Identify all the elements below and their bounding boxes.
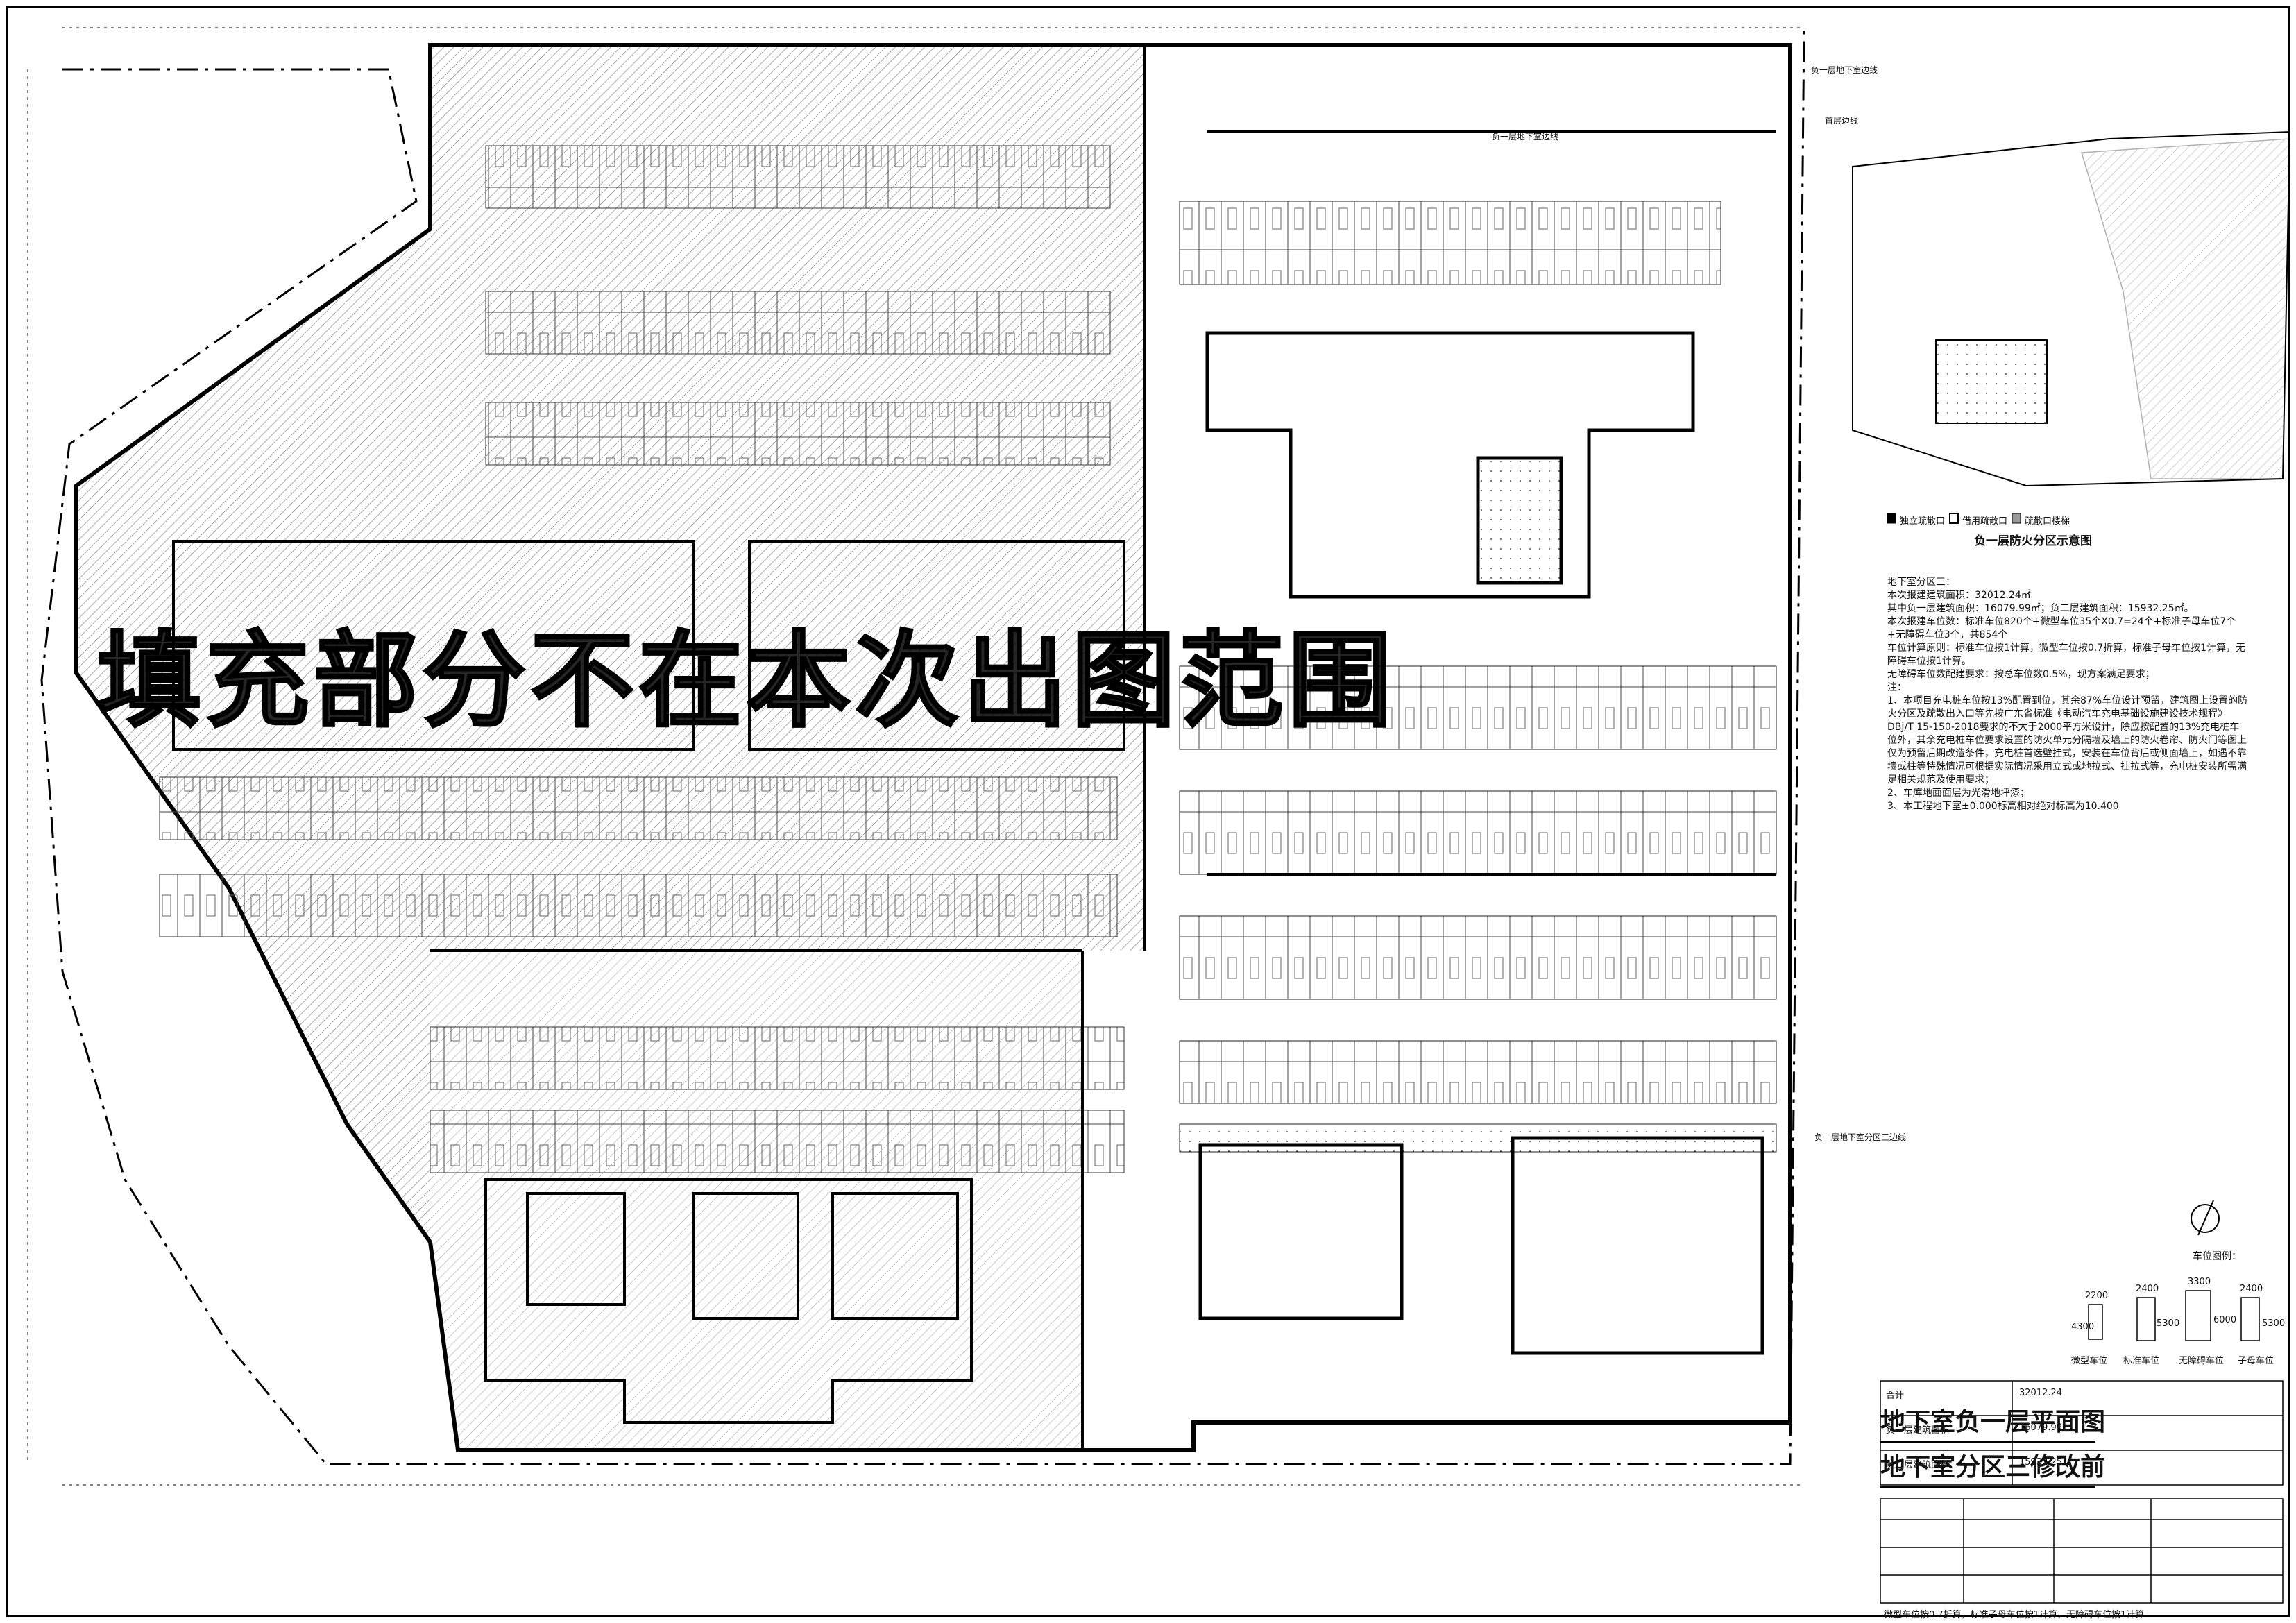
stall-micro-width: 2200 [2085, 1291, 2109, 1301]
notes-line: 注： [1887, 682, 1907, 693]
stall-micro-label: 微型车位 [2071, 1356, 2108, 1366]
notes-line: 本次报建建筑面积：32012.24㎡ [1887, 590, 2031, 601]
key-plan [1852, 130, 2291, 524]
building-cores-right [1198, 331, 1764, 1355]
stall-legend-title: 车位图例： [2193, 1251, 2241, 1262]
grid-lines [27, 27, 1804, 1486]
notes-line: 车位计算原则：标准车位按1计算，微型车位按0.7折算，标准子母车位按1计算，无障… [1887, 643, 2246, 667]
stall-standard-label: 标准车位 [2123, 1356, 2160, 1366]
area-row-value: 16079.99 [2019, 1422, 2063, 1433]
building-cores-left [172, 540, 1125, 1424]
stall-standard-width: 2400 [2136, 1284, 2159, 1294]
parking-rows-left [159, 145, 1125, 1173]
area-row-label: 合计 [1886, 1391, 1905, 1401]
drawing-title: 地下室负一层平面图 [1880, 1402, 2105, 1443]
callout-basement-edge-2: 负一层地下室边线 [1492, 132, 1559, 142]
stall-accessible-width: 3300 [2188, 1277, 2211, 1287]
stall-tandem-width: 2400 [2240, 1284, 2263, 1294]
sheet-border [6, 6, 2290, 1617]
notes-line: 无障碍车位数配建要求：按总车位数0.5%，现方案满足要求； [1887, 669, 2155, 680]
basement-notes: 地下室分区三： 本次报建建筑面积：32012.24㎡ 其中负一层建筑面积：160… [1887, 576, 2248, 813]
stall-micro-length: 4300 [2071, 1322, 2095, 1332]
legend-exit-stair: 疏散口楼梯 [2025, 516, 2070, 527]
stall-tandem-length: 5300 [2262, 1318, 2286, 1329]
north-arrow-icon [2191, 1200, 2220, 1236]
area-row-value: 32012.24 [2019, 1388, 2063, 1398]
callout-ground-edge: 首层边线 [1825, 116, 1859, 126]
notes-line: 3、本工程地下室±0.000标高相对绝对标高为10.400 [1887, 801, 2119, 812]
notes-line: 其中负一层建筑面积：16079.99㎡；负二层建筑面积：15932.25㎡。 [1887, 603, 2194, 614]
out-of-scope-watermark: 填充部分不在本次出图范围 [96, 620, 1397, 743]
parking-rows-right [1179, 201, 1777, 1153]
callout-basement-edge: 负一层地下室边线 [1811, 65, 1878, 75]
drawing-subtitle: 地下室分区三修改前 [1880, 1447, 2105, 1488]
fire-zone-diagram-title: 负一层防火分区示意图 [1974, 534, 2092, 548]
stall-accessible-length: 6000 [2213, 1315, 2237, 1325]
stall-standard-length: 5300 [2157, 1318, 2180, 1329]
notes-line: 2、车库地面面层为光滑地坪漆； [1887, 788, 2030, 799]
stall-legend-icons [2088, 1290, 2260, 1341]
stall-tandem-label: 子母车位 [2238, 1356, 2274, 1366]
notes-line: 1、本项目充电桩车位按13%配置到位，其余87%车位设计预留，建筑图上设置的防火… [1887, 695, 2248, 785]
notes-line: 本次报建车位数：标准车位820个+微型车位35个X0.7=24个+标准子母车位7… [1887, 616, 2236, 640]
legend-independent-exit: 独立疏散口 [1900, 516, 1946, 527]
area-row-label: 负二层建筑面积 [1886, 1460, 1950, 1470]
notes-heading: 地下室分区三： [1887, 577, 1955, 588]
stall-accessible-label: 无障碍车位 [2179, 1356, 2225, 1366]
drawing-title-block: 地下室负一层平面图 地下室分区三修改前 [1880, 1402, 2105, 1492]
area-row-label: 负一层建筑面积 [1886, 1425, 1950, 1436]
fire-zone-boundaries [430, 45, 1776, 1450]
callout-zone3-edge: 负一层地下室分区三边线 [1814, 1132, 1907, 1142]
legend-borrowed-exit: 借用疏散口 [1962, 516, 2008, 527]
area-row-value: 15932.25 [2019, 1457, 2063, 1468]
stats-footer-note: 微型车位按0.7折算，标准子母车位按1计算，无障碍车位按1计算 [1884, 1610, 2145, 1620]
summary-table-lines [1880, 1380, 2284, 1604]
property-line [40, 27, 1805, 1465]
